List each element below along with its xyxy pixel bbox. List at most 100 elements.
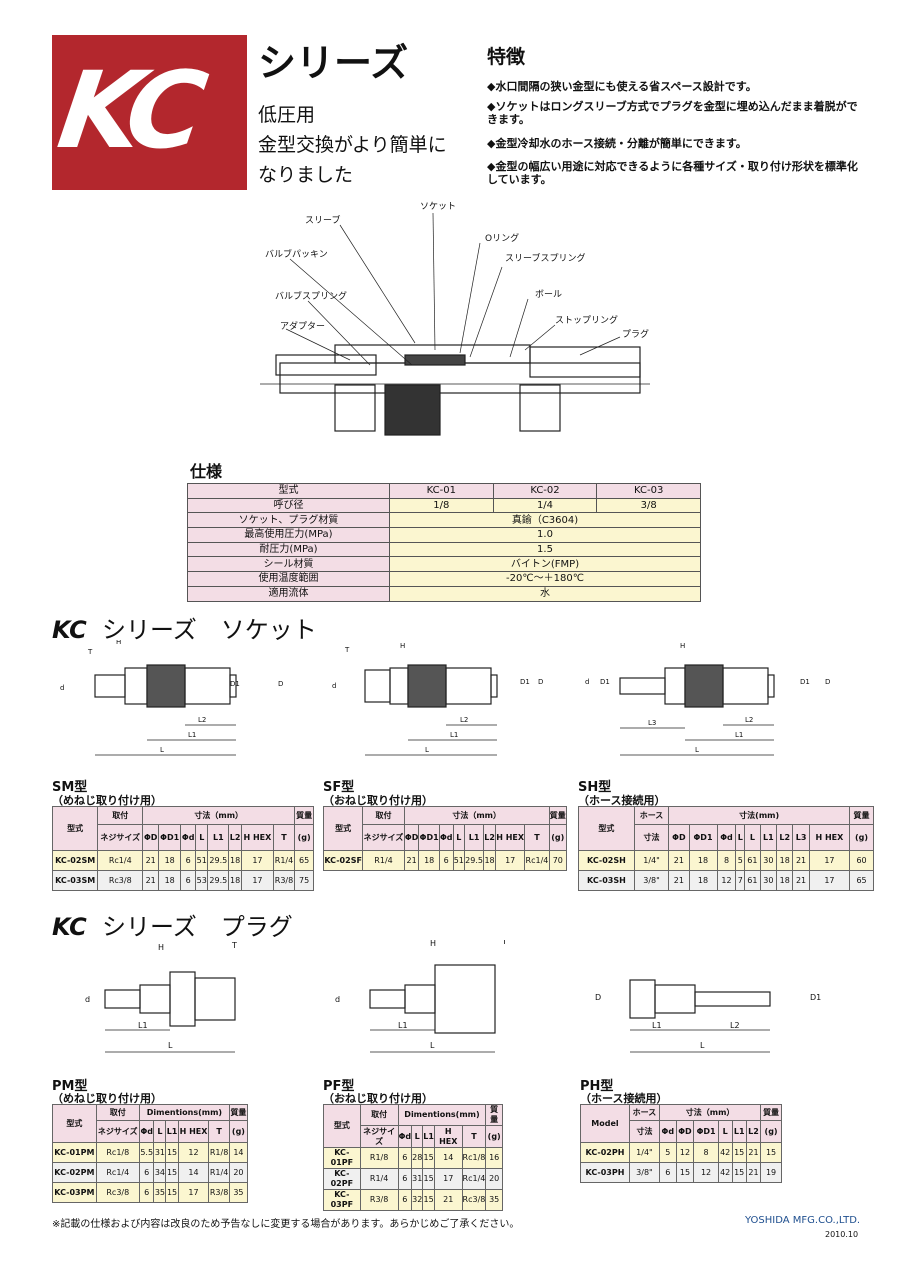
sm-subtitle: （めねじ取り付け用） <box>52 794 162 807</box>
feature-item: ◆金型の幅広い用途に対応できるように各種サイズ・取り付け形状を標準化しています。 <box>487 160 858 186</box>
dim-label: D1 <box>520 678 530 686</box>
dim-label: L3 <box>648 719 656 727</box>
dim-label: L2 <box>745 716 753 724</box>
dim-label: d <box>585 678 589 686</box>
table-row: 最高使用圧力(MPa)1.0 <box>187 527 701 543</box>
sh-title: SH型 <box>578 780 612 795</box>
dim-label: L2 <box>198 716 206 724</box>
dim-label: d <box>335 995 340 1004</box>
sm-title: SM型 <box>52 780 88 795</box>
table-row: ソケット、プラグ材質真鍮（C3604) <box>187 512 701 529</box>
dim-label: L <box>430 1041 435 1050</box>
dim-label: D1 <box>800 678 810 686</box>
dim-label: T <box>87 648 93 656</box>
dim-label: L1 <box>652 1021 662 1030</box>
feature-item: ◆ソケットはロングスリーブ方式でプラグを金型に埋め込んだまま着脱ができます。 <box>487 100 858 126</box>
dim-label: L2 <box>460 716 468 724</box>
label-valve-spring: バルブスプリング <box>275 290 347 302</box>
spec-title: 仕様 <box>190 462 223 481</box>
dim-label: d <box>332 682 336 690</box>
sh-subtitle: （ホース接続用） <box>578 794 666 807</box>
label-socket: ソケット <box>420 201 456 212</box>
pm-title: PM型 <box>52 1079 88 1094</box>
dim-label: D <box>538 678 543 686</box>
dim-label: H <box>400 642 405 650</box>
dim-label: D1 <box>600 678 610 686</box>
dim-label: H <box>680 642 685 650</box>
dim-label: T <box>231 941 237 950</box>
dim-label: L <box>160 746 164 754</box>
label-sleeve-spring: スリーブスプリング <box>505 252 585 264</box>
dim-label: L1 <box>735 731 743 739</box>
dim-label: L <box>695 746 699 754</box>
dim-label: T <box>501 940 507 946</box>
pm-subtitle: （めねじ取り付け用） <box>52 1092 162 1105</box>
plug-section-heading: KC シリーズ プラグ <box>52 913 293 941</box>
dim-label: d <box>60 684 64 692</box>
socket-section-heading: KC シリーズ ソケット <box>52 616 317 644</box>
kc-logo: KC <box>51 35 247 190</box>
feature-item: ◆水口間隔の狭い金型にも使える省スペース設計です。 <box>487 80 757 93</box>
table-row: 使用温度範囲-20℃～＋180℃ <box>187 571 701 587</box>
feature-item: ◆金型冷却水のホース接続・分離が簡単にできます。 <box>487 137 747 150</box>
company-name: YOSHIDA MFG.CO.,LTD. <box>745 1215 861 1226</box>
dim-label: D1 <box>230 680 240 688</box>
dim-label: L1 <box>450 731 458 739</box>
dim-label: D <box>595 993 601 1002</box>
pf-title: PF型 <box>323 1079 355 1094</box>
dim-label: D <box>278 680 283 688</box>
subtitle-line-3: なりました <box>258 164 354 186</box>
dim-label: L1 <box>138 1021 148 1030</box>
dim-label: L2 <box>730 1021 740 1030</box>
dim-label: d <box>85 995 90 1004</box>
label-sleeve: スリーブ <box>305 214 340 226</box>
label-adapter: アダプター <box>280 320 325 332</box>
label-plug: プラグ <box>622 328 649 340</box>
pf-subtitle: （おねじ取り付け用） <box>323 1092 433 1105</box>
subtitle-line-1: 低圧用 <box>258 104 316 126</box>
sf-title: SF型 <box>323 780 355 795</box>
dim-label: L <box>425 746 429 754</box>
dim-label: H <box>158 943 164 952</box>
label-stop-ring: ストップリング <box>555 314 618 326</box>
footnote: ※記載の仕様および内容は改良のため予告なしに変更する場合があります。あらかじめご… <box>52 1219 520 1230</box>
subtitle-line-2: 金型交換がより簡単に <box>258 134 447 156</box>
label-valve-packing: バルブパッキン <box>265 248 328 260</box>
series-title: シリーズ <box>258 41 409 85</box>
features-title: 特徴 <box>487 46 526 68</box>
dim-label: D1 <box>810 993 821 1002</box>
table-row: 適用流体水 <box>187 585 701 602</box>
ph-subtitle: （ホース接続用） <box>580 1092 668 1105</box>
dim-label: L <box>168 1041 173 1050</box>
ph-title: PH型 <box>580 1079 614 1094</box>
label-o-ring: Oリング <box>485 232 519 244</box>
cross-section-diagram: ソケット スリーブ バルブパッキン Oリング スリーブスプリング バルブスプリン… <box>260 201 650 436</box>
dim-label: H <box>116 640 121 646</box>
dim-label: T <box>344 646 350 654</box>
label-ball: ボール <box>535 289 562 300</box>
